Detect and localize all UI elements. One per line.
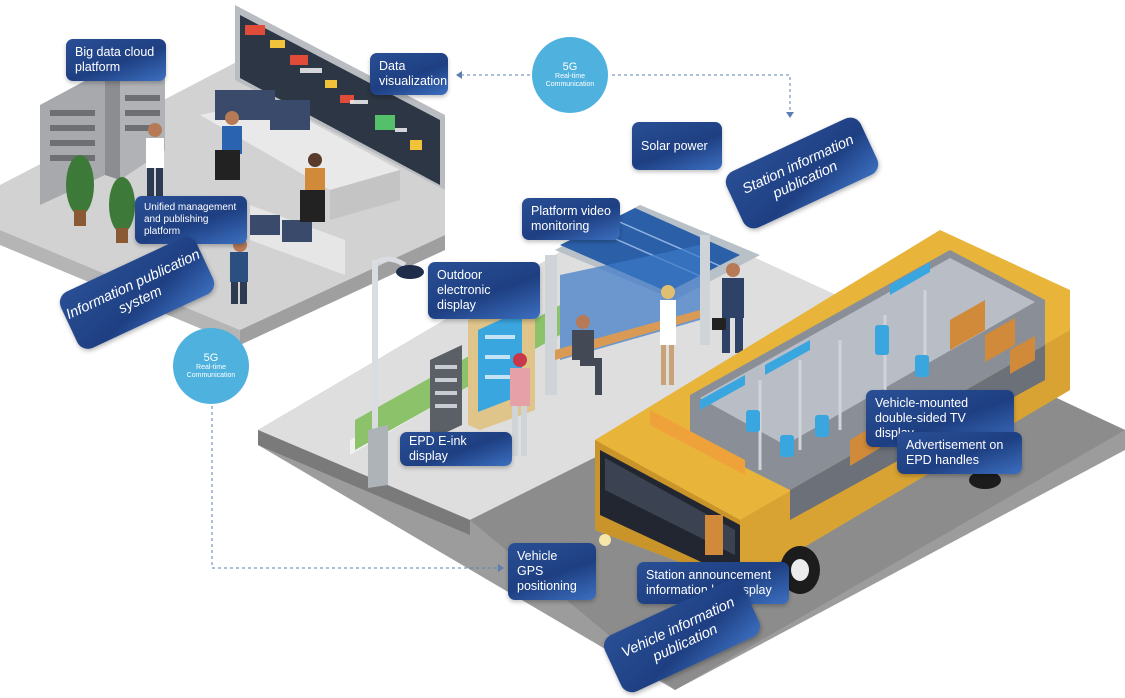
comm-left-5g: 5G — [203, 351, 219, 364]
comm-left-communication: Communication — [186, 372, 236, 380]
label-outdoor-display: Outdoor electronic display — [428, 262, 540, 319]
label-epd-eink: EPD E-ink display — [400, 432, 512, 466]
label-unified-management: Unified management and publishing platfo… — [135, 196, 247, 244]
comm-top-realtime: Real-time — [555, 73, 585, 80]
bus-shelter — [368, 205, 760, 488]
label-platform-video: Platform video monitoring — [522, 198, 620, 240]
comm-top-communication: Communication — [545, 81, 595, 89]
label-data-visualization: Data visualization — [370, 53, 448, 95]
label-gps: Vehicle GPS positioning — [508, 543, 596, 600]
comm-circle-top: 5G Real-time Communication — [532, 37, 608, 113]
comm-top-5g: 5G — [562, 60, 578, 73]
label-solar-power: Solar power — [632, 122, 722, 170]
comm-circle-left: 5G Real-time Communication — [173, 328, 249, 404]
control-room — [0, 5, 445, 345]
label-epd-handles: Advertisement on EPD handles — [897, 432, 1022, 474]
arrow-right-icon — [498, 564, 504, 572]
label-big-data-cloud: Big data cloud platform — [66, 39, 166, 81]
connector-lines — [211, 74, 791, 569]
arrow-down-icon — [786, 112, 794, 118]
comm-left-realtime: Real-time — [196, 364, 226, 371]
arrow-left-icon — [456, 71, 462, 79]
label-vehicle-tv: Vehicle-mounted double-sided TV display — [866, 390, 1014, 447]
